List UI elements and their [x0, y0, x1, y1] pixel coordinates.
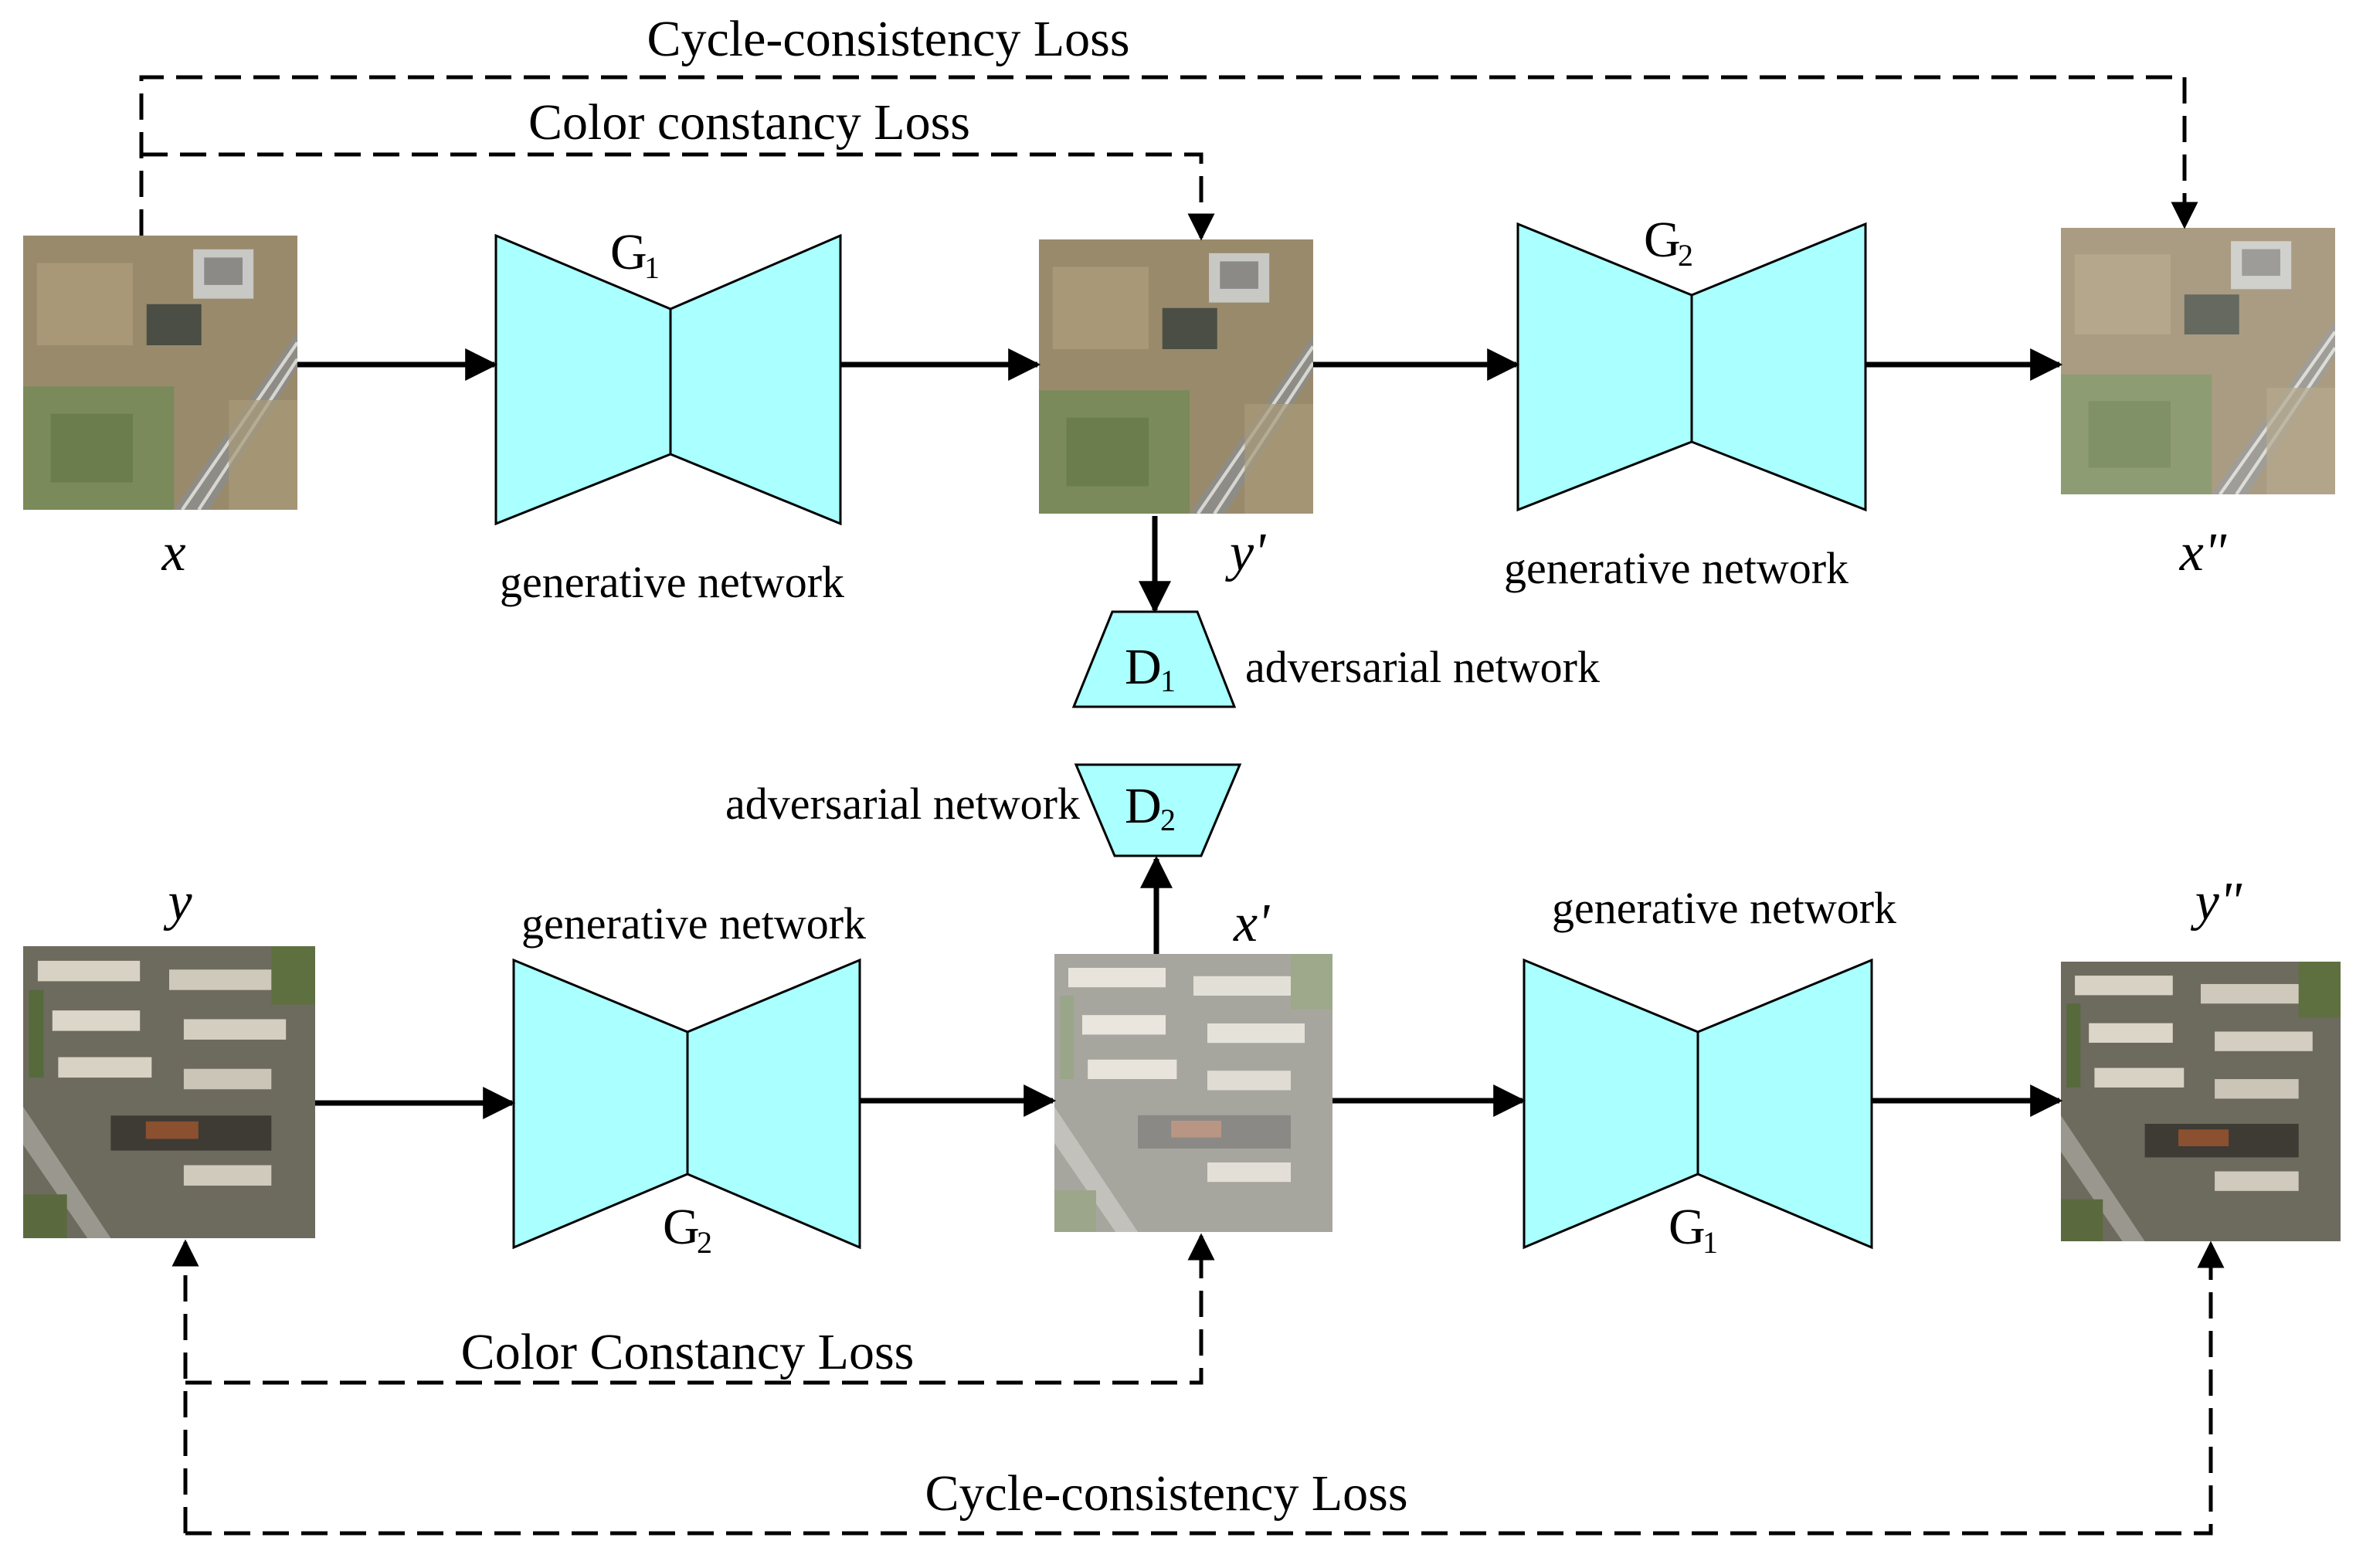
generator-g2-top — [1516, 222, 1867, 512]
discriminator-d2 — [1074, 763, 1242, 857]
label-y-prime: y' — [1225, 523, 1266, 582]
color-loss-top-label: Color constancy Loss — [528, 94, 970, 151]
color-loss-bottom-line — [185, 1233, 1215, 1385]
g2-top-sub: 2 — [1678, 238, 1693, 273]
g2-bottom-caption: generative network — [521, 898, 866, 949]
g2-top-letter: G — [1644, 212, 1681, 268]
cycle-loss-bottom-line — [185, 1240, 2225, 1536]
d2-caption: adversarial network — [725, 779, 1080, 829]
label-x: x — [161, 523, 185, 582]
d2-letter: D — [1125, 778, 1162, 834]
color-loss-top-line — [141, 152, 1215, 241]
d1-sub: 1 — [1160, 664, 1176, 698]
label-x-prime: x' — [1233, 894, 1270, 953]
label-y: y — [163, 872, 192, 932]
satellite-image-x-prime — [1054, 954, 1332, 1232]
g2-bottom-sub: 2 — [697, 1225, 712, 1260]
g1-top-letter: G — [610, 224, 647, 280]
generator-g2-bottom — [512, 958, 861, 1250]
satellite-image-y — [23, 946, 315, 1238]
satellite-image-y-prime — [1039, 239, 1313, 514]
g1-top-sub: 1 — [644, 250, 660, 285]
g2-top-caption: generative network — [1504, 543, 1848, 593]
d2-sub: 2 — [1160, 803, 1176, 837]
g1-bottom-caption: generative network — [1552, 883, 1896, 933]
g1-bottom-letter: G — [1669, 1199, 1706, 1255]
d1-caption: adversarial network — [1245, 642, 1600, 692]
color-loss-bottom-label: Color Constancy Loss — [461, 1324, 915, 1380]
cycle-loss-top-label: Cycle-consistency Loss — [647, 11, 1129, 67]
label-x-double-prime: x" — [2179, 523, 2227, 582]
satellite-image-y-double-prime — [2061, 962, 2341, 1241]
g1-bottom-sub: 1 — [1702, 1225, 1718, 1260]
satellite-image-x — [23, 236, 297, 510]
generator-g1-top — [494, 233, 842, 526]
discriminator-d1 — [1071, 610, 1237, 708]
g2-bottom-letter: G — [663, 1199, 700, 1255]
d1-letter: D — [1125, 639, 1162, 695]
generator-g1-bottom — [1523, 958, 1873, 1250]
satellite-image-x-double-prime — [2061, 228, 2335, 494]
label-y-double-prime: y" — [2191, 872, 2242, 932]
cycle-loss-bottom-label: Cycle-consistency Loss — [925, 1465, 1407, 1522]
g1-top-caption: generative network — [500, 557, 844, 607]
